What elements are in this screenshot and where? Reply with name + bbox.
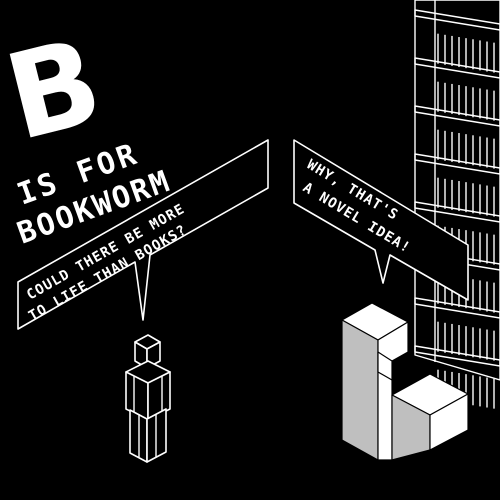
- bookshelf-shelf: [414, 153, 500, 175]
- bookshelf-shelf: [414, 345, 500, 367]
- person-figure: [125, 334, 171, 463]
- bookshelf-books: [437, 33, 495, 409]
- bookshelf-shelves: [414, 9, 500, 367]
- bookshelf-shelf: [414, 297, 500, 319]
- bookshelf-shelf: [414, 105, 500, 127]
- bookshelf-shelf: [414, 9, 500, 31]
- bookworm-block: [341, 302, 469, 461]
- title-letter: B: [0, 12, 114, 168]
- bookshelf-tower: [414, 0, 500, 409]
- bookshelf-shelf: [414, 201, 500, 223]
- bookshelf-shelf: [414, 57, 500, 79]
